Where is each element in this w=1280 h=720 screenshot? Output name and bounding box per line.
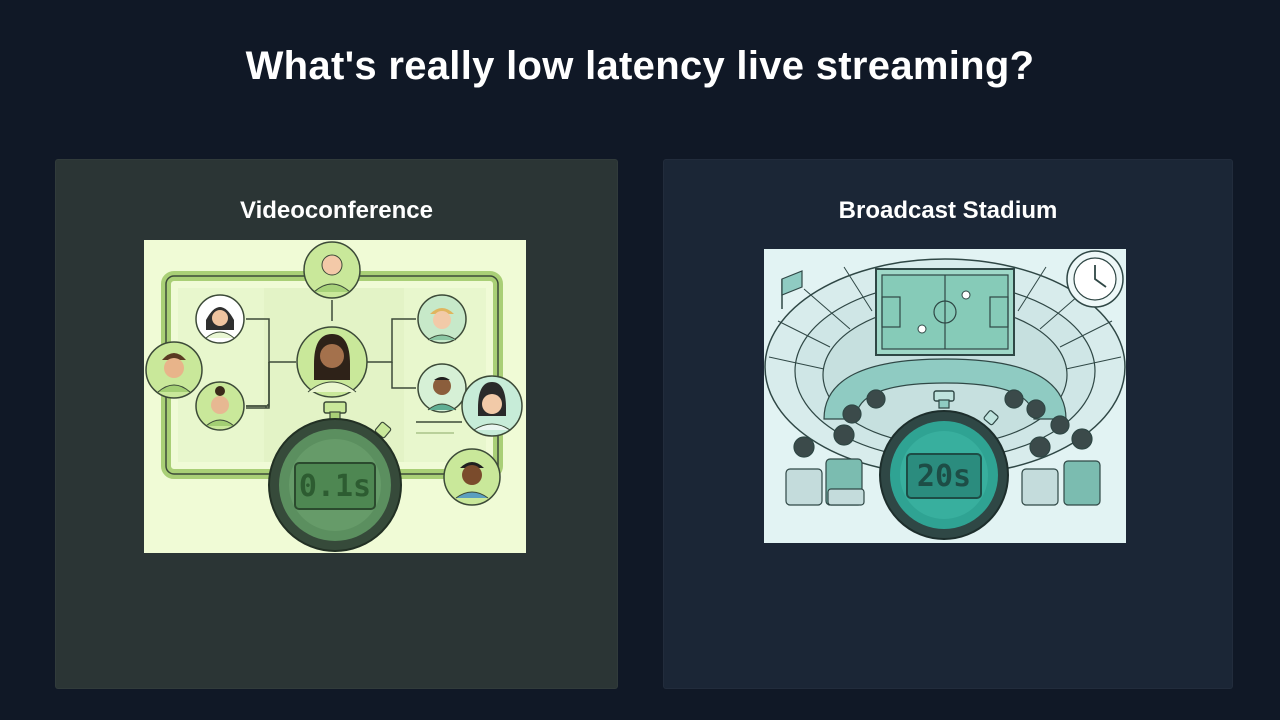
videoconference-panel: Videoconference	[55, 159, 618, 689]
slide-title: What's really low latency live streaming…	[245, 44, 1035, 88]
person-avatar-icon	[461, 375, 523, 437]
videoconference-heading: Videoconference	[240, 197, 433, 224]
broadcast-stadium-heading: Broadcast Stadium	[838, 197, 1058, 224]
clock-icon	[1066, 250, 1124, 308]
person-avatar-icon	[417, 363, 467, 413]
stopwatch-icon: 20s	[879, 390, 1009, 540]
person-avatar-icon	[417, 294, 467, 344]
person-avatar-icon	[296, 326, 368, 398]
videoconference-timer-readout: 0.1s	[299, 469, 371, 504]
stopwatch-icon: 0.1s	[268, 401, 402, 552]
audience-group	[785, 389, 1101, 506]
videoconference-illustration: 0.1s	[144, 240, 526, 553]
soccer-field-icon	[875, 268, 1015, 356]
person-avatar-icon	[443, 448, 501, 506]
person-avatar-icon	[195, 294, 245, 344]
person-avatar-icon	[303, 241, 361, 299]
flag-icon	[781, 270, 803, 309]
stadium-timer-readout: 20s	[917, 459, 971, 494]
broadcast-stadium-panel: Broadcast Stadium	[663, 159, 1233, 689]
broadcast-stadium-illustration: 20s	[764, 249, 1126, 543]
person-avatar-icon	[145, 341, 203, 399]
person-avatar-icon	[195, 381, 245, 431]
